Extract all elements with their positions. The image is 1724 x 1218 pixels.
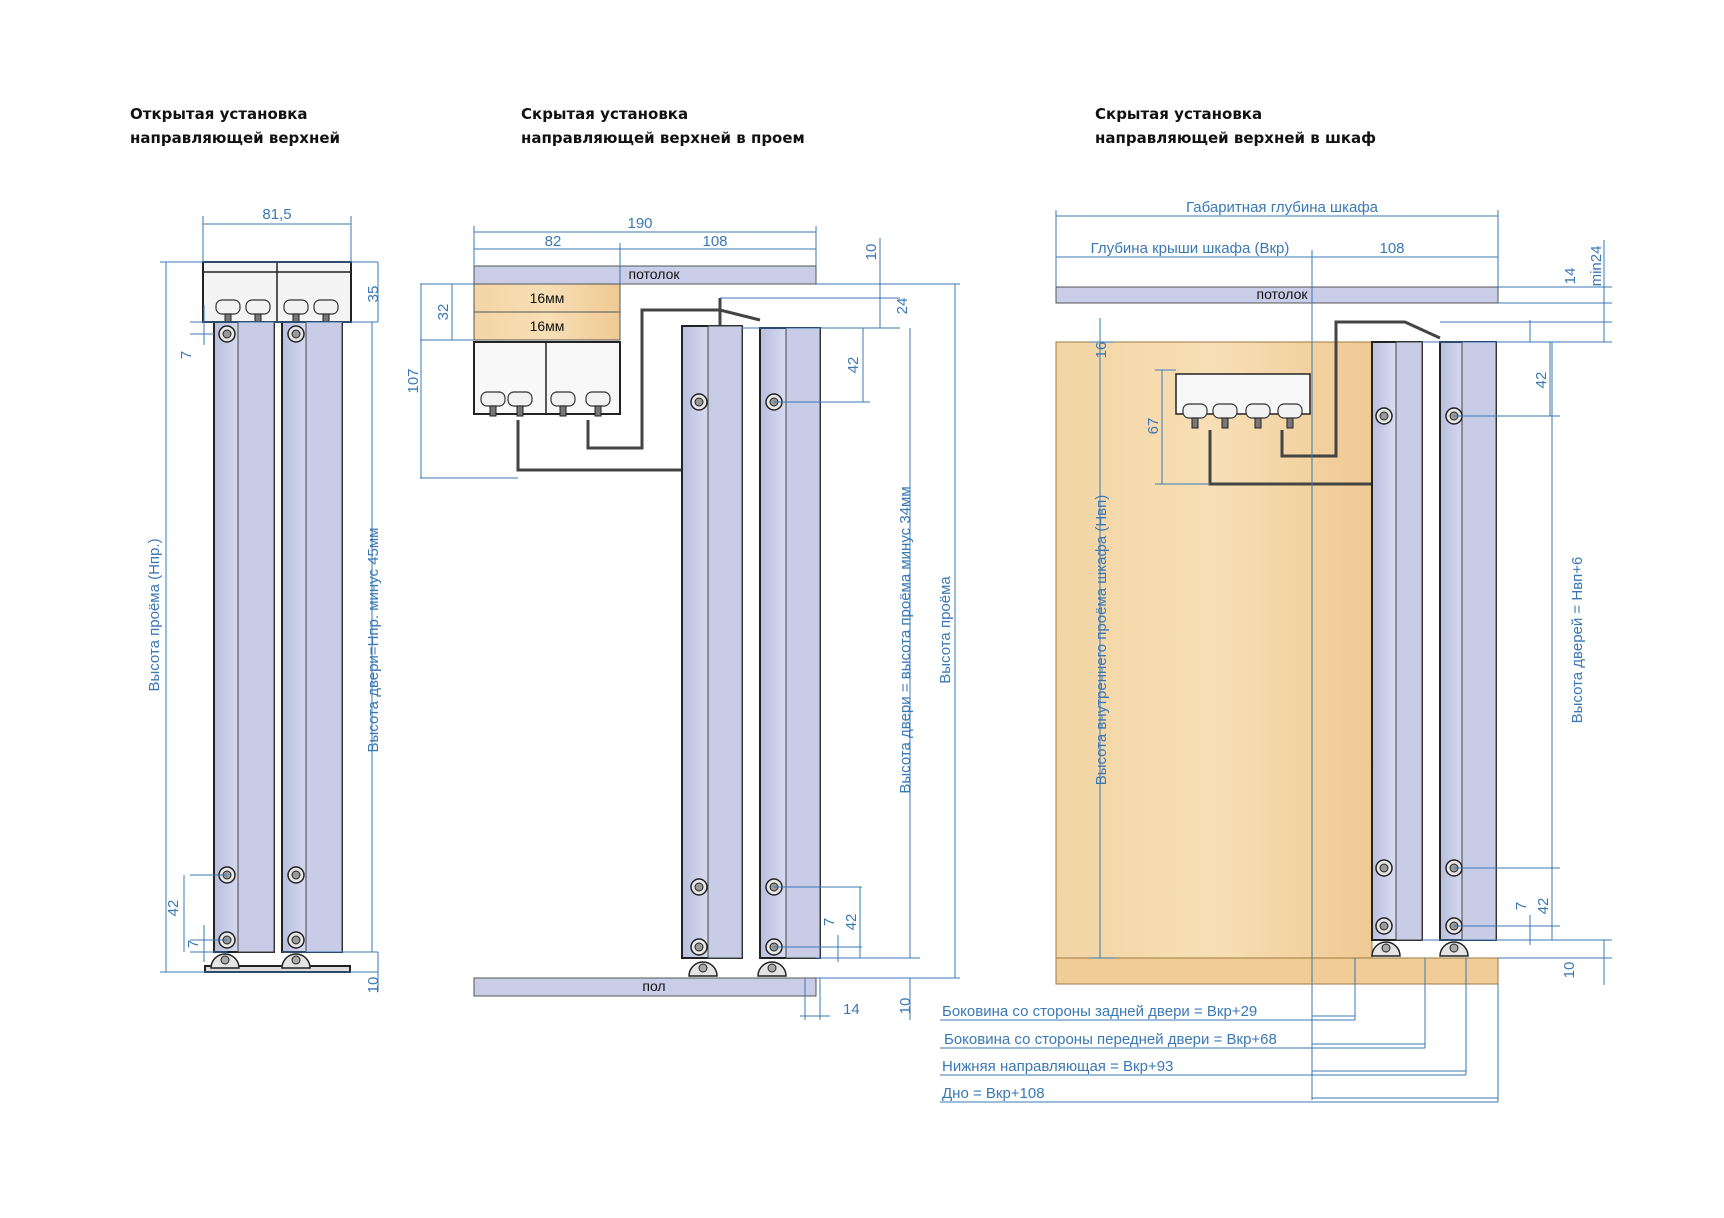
board-16mm-1 [473,283,621,313]
dim-108-3: 108 [1379,240,1404,257]
dim-42-bottom: 42 [843,914,860,931]
dim-bottom-rail: Нижняя направляющая = Вкр+93 [942,1058,1173,1075]
dim-7-top: 7 [178,351,195,359]
dim-side-front: Боковина со стороны передней двери = Вкр… [944,1031,1277,1048]
dim-10-bottom: 10 [897,998,914,1015]
dim-min24: min24 [1588,246,1605,287]
dim-depth-total: Габаритная глубина шкафа [1186,199,1379,216]
hanger-front [586,308,761,450]
title-hidden-opening-line1: Скрытая установка [521,105,689,123]
title-hidden-cabinet: Скрытая установка направляющей верхней в… [1095,102,1376,150]
dim-14: 14 [843,1001,860,1018]
dim-roof-depth: Глубина крыши шкафа (Вкр) [1091,240,1290,257]
hanger-front-3 [1280,320,1441,458]
ceiling-3 [1055,286,1499,304]
dim-h-door: Высота двери=Нпр. минус 45мм [365,528,382,753]
cabinet-bottom [1055,957,1499,985]
title-open-line2: направляющей верхней [130,129,341,147]
dim-42-3-top: 42 [1533,372,1550,389]
dim-107: 107 [405,368,422,393]
ceiling-label: потолок [628,266,680,282]
dim-10-3: 10 [1561,962,1578,979]
title-open-installation: Открытая установка направляющей верхней [130,102,340,150]
dim-h-open-2: Высота проёма [937,576,954,684]
dim-14-3: 14 [1562,268,1579,285]
dim-7-3: 7 [1513,902,1530,910]
title-hidden-opening: Скрытая установка направляющей верхней в… [521,102,805,150]
dim-bottom: Дно = Вкр+108 [942,1085,1045,1102]
board-16mm-2 [473,311,621,341]
title-hidden-cabinet-line2: направляющей верхней в шкаф [1095,129,1377,147]
diagram-hidden-opening: потолок 16мм 16мм пол 1 [405,215,960,1020]
dim-67: 67 [1145,418,1162,435]
board-16mm-2-label: 16мм [530,318,565,334]
dim-81-5: 81,5 [262,206,291,223]
cabinet-side [1055,341,1373,959]
dim-7-bottom: 7 [185,940,202,948]
dim-16: 16 [1093,342,1110,359]
floor [473,977,817,997]
title-open-line1: Открытая установка [130,105,308,123]
floor-label: пол [642,978,665,994]
dim-42-top: 42 [845,357,862,374]
dim-h-open: Высота проёма (Нпр.) [146,538,163,691]
title-hidden-cabinet-line1: Скрытая установка [1095,105,1263,123]
dim-35: 35 [365,286,382,303]
diagram-hidden-cabinet: потолок Габаритная глубина шкафа Глубина [940,199,1612,1103]
ceiling-label-3: потолок [1256,286,1308,302]
ceiling [473,265,817,285]
dim-10-top: 10 [863,244,880,261]
dim-190: 190 [627,215,652,232]
dim-side-back: Боковина со стороны задней двери = Вкр+2… [942,1003,1257,1020]
dim-82: 82 [545,233,562,250]
dim-h-door-2: Высота двери = высота проёма минус 34мм [897,486,914,793]
dim-10: 10 [365,977,382,994]
title-hidden-opening-line2: направляющей верхней в проем [521,129,805,147]
dim-24: 24 [894,298,911,315]
dim-108: 108 [702,233,727,250]
dim-h-doors: Высота дверей = Нвп+6 [1569,557,1586,724]
board-16mm-1-label: 16мм [530,290,565,306]
dim-42: 42 [165,900,182,917]
dim-h-inner: Высота внутреннего проёма шкафа (Нвп) [1093,495,1110,786]
dim-42-3-bottom: 42 [1535,898,1552,915]
diagram-open-installation: 81,5 Высота проёма (Нпр.) Высота двери=Н… [146,206,382,993]
dim-7-2: 7 [821,918,838,926]
dim-32: 32 [435,304,452,321]
